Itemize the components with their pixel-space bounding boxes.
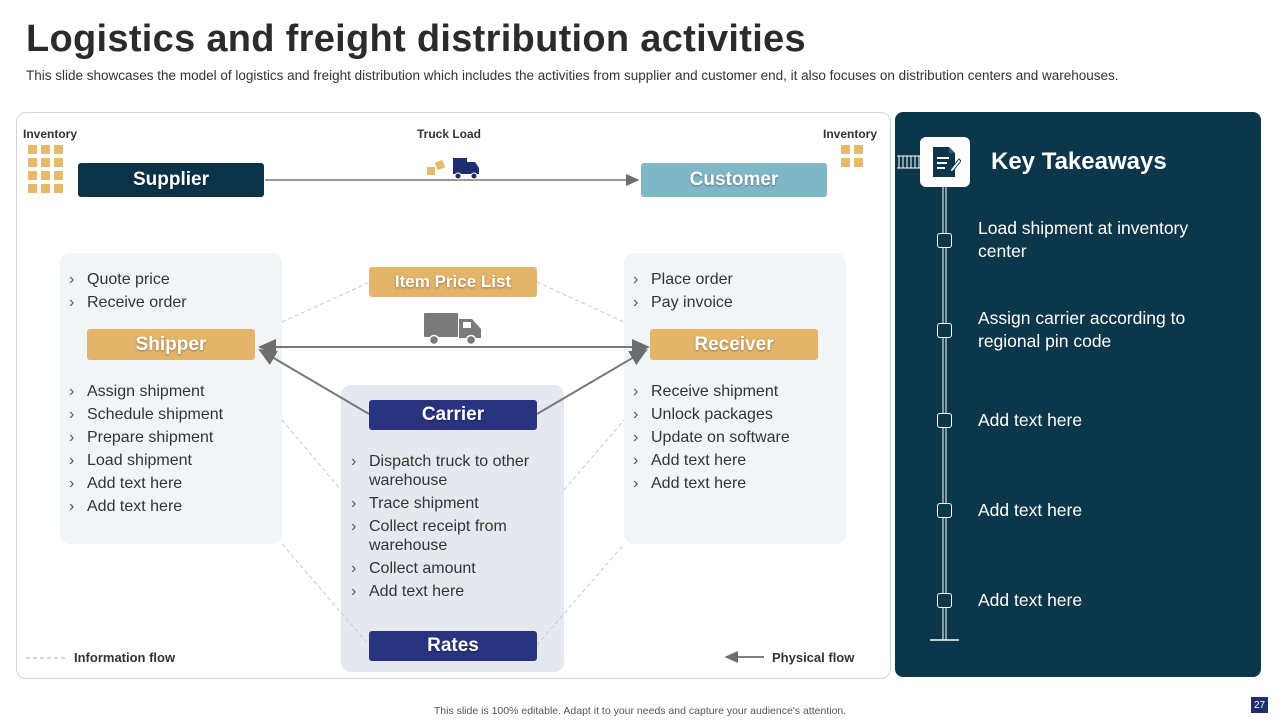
list-item: Add text here bbox=[633, 451, 833, 470]
list-item: Add text here bbox=[351, 582, 551, 601]
list-item: Unlock packages bbox=[633, 405, 833, 424]
receiver-box: Receiver bbox=[650, 329, 818, 360]
list-item: Receive shipment bbox=[633, 382, 833, 401]
list-item: Update on software bbox=[633, 428, 833, 447]
timeline-node bbox=[937, 503, 952, 518]
list-item: Receive order bbox=[69, 293, 269, 312]
carrier-shipper-arrow bbox=[258, 348, 370, 415]
inventory-label-left: Inventory bbox=[23, 127, 78, 141]
key-takeaways-panel bbox=[895, 112, 1261, 677]
shipper-box: Shipper bbox=[87, 329, 255, 360]
info-flow-lines bbox=[281, 281, 625, 646]
legend-physical-flow: Physical flow bbox=[772, 650, 855, 665]
carrier-receiver-arrow bbox=[536, 348, 648, 415]
rates-box: Rates bbox=[369, 631, 537, 661]
timeline-node bbox=[937, 593, 952, 608]
timeline-node bbox=[937, 413, 952, 428]
timeline-node bbox=[937, 323, 952, 338]
truck-load-label: Truck Load bbox=[417, 127, 482, 141]
customer-box: Customer bbox=[641, 163, 827, 197]
list-item: Dispatch truck to other warehouse bbox=[351, 452, 551, 490]
carrier-box: Carrier bbox=[369, 400, 537, 430]
carrier-list: Dispatch truck to other warehouse Trace … bbox=[351, 452, 551, 605]
list-item: Add text here bbox=[69, 474, 269, 493]
takeaways-timeline bbox=[897, 155, 959, 641]
shipper-top-list: Quote price Receive order bbox=[69, 270, 269, 316]
supplier-box: Supplier bbox=[78, 163, 264, 197]
list-item: Collect receipt from warehouse bbox=[351, 517, 551, 555]
page-title: Logistics and freight distribution activ… bbox=[26, 18, 806, 60]
page-subtitle: This slide showcases the model of logist… bbox=[26, 68, 1119, 83]
list-item: Schedule shipment bbox=[69, 405, 269, 424]
list-item: Assign shipment bbox=[69, 382, 269, 401]
takeaway-item: Assign carrier according to regional pin… bbox=[978, 308, 1186, 351]
list-item: Trace shipment bbox=[351, 494, 551, 513]
list-item: Place order bbox=[633, 270, 833, 289]
truck-icon bbox=[424, 313, 481, 346]
takeaway-item: Load shipment at inventory center bbox=[978, 218, 1189, 261]
timeline-node bbox=[937, 233, 952, 248]
takeaway-item: Add text here bbox=[978, 590, 1083, 610]
receiver-top-list: Place order Pay invoice bbox=[633, 270, 833, 316]
list-item: Prepare shipment bbox=[69, 428, 269, 447]
truck-load-icon bbox=[427, 158, 479, 180]
footer-note: This slide is 100% editable. Adapt it to… bbox=[433, 705, 847, 717]
shipper-bottom-list: Assign shipment Schedule shipment Prepar… bbox=[69, 382, 269, 520]
list-item: Load shipment bbox=[69, 451, 269, 470]
page-number: 27 bbox=[1251, 697, 1268, 713]
receiver-bottom-list: Receive shipment Unlock packages Update … bbox=[633, 382, 833, 497]
list-item: Add text here bbox=[69, 497, 269, 516]
document-edit-icon bbox=[920, 137, 970, 187]
takeaway-item: Add text here bbox=[978, 410, 1083, 430]
item-price-list-box: Item Price List bbox=[369, 267, 537, 297]
list-item: Collect amount bbox=[351, 559, 551, 578]
list-item: Pay invoice bbox=[633, 293, 833, 312]
legend-information-flow: Information flow bbox=[74, 650, 176, 665]
inventory-grid-icon bbox=[28, 145, 68, 197]
inventory-label-right: Inventory bbox=[823, 127, 878, 141]
inventory-grid-icon-small bbox=[841, 145, 865, 169]
key-takeaways-title: Key Takeaways bbox=[991, 148, 1167, 175]
takeaway-item: Add text here bbox=[978, 500, 1083, 520]
list-item: Add text here bbox=[633, 474, 833, 493]
list-item: Quote price bbox=[69, 270, 269, 289]
